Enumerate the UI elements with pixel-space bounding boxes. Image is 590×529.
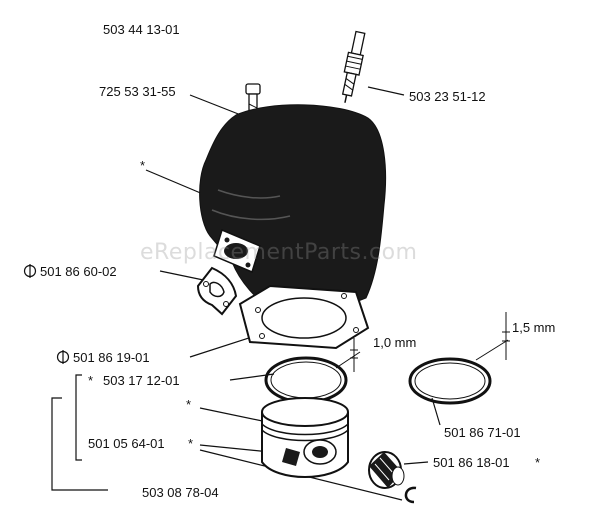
spark-plug-leader — [367, 86, 405, 96]
spark-plug-callout: 503 23 51-12 — [409, 89, 486, 104]
cylinder-part — [199, 104, 387, 313]
needle-bearing-part — [368, 451, 405, 489]
piston-star: * — [188, 436, 194, 451]
assembly-number: 503 44 13-01 — [103, 22, 180, 37]
piston-kit-callout: 503 08 78-04 — [142, 485, 219, 500]
bolt-leader — [189, 94, 247, 118]
ring-a-marker: * — [88, 373, 94, 388]
piston-ring-b-part — [408, 357, 492, 405]
piston-kit-inner-bracket — [75, 374, 82, 461]
piston-kit-outer-bracket — [51, 397, 108, 491]
piston-part — [261, 397, 349, 478]
dim-b-ring-lead — [475, 339, 509, 361]
bearing-marker: * — [535, 455, 541, 470]
bearing-callout: 501 86 18-01 — [433, 455, 510, 470]
circle-bar-symbol-icon — [23, 264, 37, 278]
base-gasket-callout: 501 86 19-01 — [73, 350, 150, 365]
ring-a-callout: 503 17 12-01 — [103, 373, 180, 388]
ring-b-dimension: 1,5 mm — [512, 320, 556, 335]
muffler-gasket-callout: 501 86 60-02 — [40, 264, 117, 279]
muffler-gasket-part — [196, 266, 238, 316]
circle-bar-symbol-icon — [56, 350, 70, 364]
dim-a-ring-lead — [335, 351, 361, 369]
circlip-part — [404, 486, 417, 504]
ring-a-dimension: 1,0 mm — [373, 335, 417, 350]
ring-b-callout: 501 86 71-01 — [444, 425, 521, 440]
piston-marker: * — [186, 397, 192, 412]
bearing-leader — [403, 461, 429, 465]
piston-ring-a-part — [264, 356, 348, 404]
watermark: eReplacementParts.com — [140, 240, 418, 265]
piston-callout: 501 05 64-01 — [88, 436, 165, 451]
bolt-callout: 725 53 31-55 — [99, 84, 176, 99]
base-gasket-part — [238, 284, 370, 350]
cylinder-marker: * — [140, 158, 146, 173]
spark-plug-part — [341, 30, 366, 103]
